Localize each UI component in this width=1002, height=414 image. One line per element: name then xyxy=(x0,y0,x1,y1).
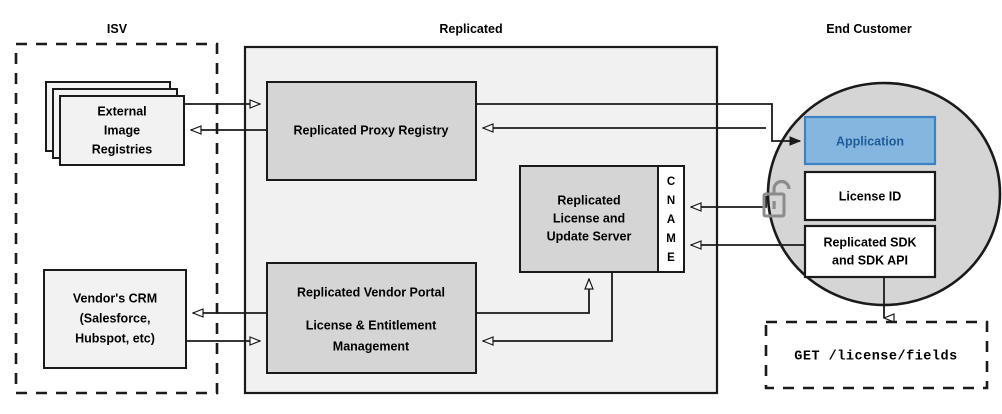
padlock-keyhole xyxy=(772,201,776,209)
stack-front-rect xyxy=(59,95,185,166)
zone-label-end-customer: End Customer xyxy=(826,22,912,36)
replicated-vendor-portal-subtitle-line-1: License & Entitlement xyxy=(306,318,437,332)
replicated-sdk-line-2: and SDK API xyxy=(832,253,908,267)
replicated-vendor-portal-subtitle-line-2: Management xyxy=(333,339,410,353)
cname-strip-rect xyxy=(657,165,685,273)
external-image-registries-line-1: External xyxy=(97,104,146,118)
node-replicated-vendor-portal[interactable]: Replicated Vendor Portal License & Entit… xyxy=(266,262,477,374)
node-vendors-crm[interactable]: Vendor's CRM (Salesforce, Hubspot, etc) xyxy=(43,269,187,369)
node-license-id[interactable]: License ID xyxy=(803,170,937,222)
padlock-body xyxy=(762,192,786,218)
edge-license-server-to-portal xyxy=(483,272,613,341)
replicated-proxy-registry-label: Replicated Proxy Registry xyxy=(294,123,449,137)
edge-license-id-to-cname xyxy=(691,196,767,207)
license-update-server-line-2: License and xyxy=(553,211,625,225)
license-fields-request-label: GET /license/fields xyxy=(794,350,957,365)
edge-portal-to-license-server xyxy=(476,279,589,314)
cname-letter-a: A xyxy=(667,214,675,226)
node-replicated-license-and-update-server[interactable]: Replicated License and Update Server xyxy=(519,165,659,273)
edge-proxy-to-application xyxy=(476,103,800,141)
replicated-vendor-portal-rect xyxy=(266,262,477,374)
external-image-registries-line-3: Registries xyxy=(92,142,152,156)
replicated-sdk-line-1: Replicated SDK xyxy=(823,235,916,249)
node-external-image-registries[interactable]: External Image Registries xyxy=(45,81,185,166)
unlocked-padlock-icon xyxy=(762,179,791,218)
vendors-crm-line-1: Vendor's CRM xyxy=(73,291,157,305)
application-label: Application xyxy=(836,134,904,148)
application-rect xyxy=(803,115,937,166)
license-id-rect xyxy=(803,170,937,222)
replicated-proxy-registry-rect xyxy=(266,81,477,181)
padlock-shackle xyxy=(772,179,791,194)
cname-letter-m: M xyxy=(666,233,676,245)
zone-isv-boundary xyxy=(14,42,219,395)
cname-letter-c: C xyxy=(667,176,675,188)
zone-label-replicated: Replicated xyxy=(439,22,502,36)
license-update-server-line-3: Update Server xyxy=(547,229,632,243)
node-license-fields-request[interactable]: GET /license/fields xyxy=(764,320,989,390)
connector-layer xyxy=(184,104,884,341)
license-fields-request-rect xyxy=(764,320,989,390)
replicated-sdk-rect xyxy=(803,224,937,279)
vendors-crm-rect xyxy=(43,269,187,369)
license-update-server-line-1: Replicated xyxy=(557,193,620,207)
cname-letter-n: N xyxy=(667,195,675,207)
external-image-registries-line-2: Image xyxy=(104,123,140,137)
vendors-crm-line-3: Hubspot, etc) xyxy=(75,331,155,345)
license-id-label: License ID xyxy=(839,189,902,203)
cname-letter-e: E xyxy=(667,252,675,264)
license-update-server-rect xyxy=(519,165,659,273)
node-application[interactable]: Application xyxy=(803,115,937,166)
replicated-vendor-portal-title: Replicated Vendor Portal xyxy=(297,285,445,299)
vendors-crm-line-2: (Salesforce, xyxy=(80,311,151,325)
zone-label-isv: ISV xyxy=(107,22,128,36)
node-replicated-proxy-registry[interactable]: Replicated Proxy Registry xyxy=(266,81,477,181)
node-replicated-sdk[interactable]: Replicated SDK and SDK API xyxy=(803,224,937,279)
node-cname-strip[interactable]: C N A M E xyxy=(657,165,685,273)
